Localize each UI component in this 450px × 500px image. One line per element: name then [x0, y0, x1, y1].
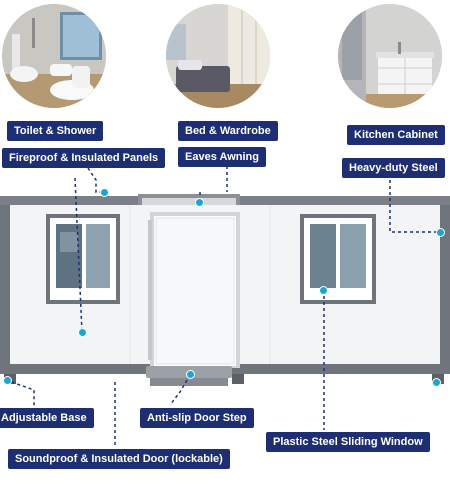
kitchen-cabinet-photo — [338, 4, 442, 108]
toilet-shower-photo — [2, 4, 106, 108]
marker-eaves-awning — [195, 198, 204, 207]
label-adjustable-base: Adjustable Base — [0, 408, 94, 428]
label-toilet-shower: Toilet & Shower — [7, 121, 104, 141]
marker-sliding-window — [319, 286, 328, 295]
marker-adjustable-base — [3, 376, 12, 385]
label-soundproof-door: Soundproof & Insulated Door (lockable) — [8, 449, 230, 469]
label-fireproof-panels: Fireproof & Insulated Panels — [2, 148, 166, 168]
marker-fireproof-panels — [78, 328, 87, 337]
marker-door-step — [186, 370, 195, 379]
marker-roof — [100, 188, 109, 197]
label-anti-slip-step: Anti-slip Door Step — [140, 408, 254, 428]
label-heavy-duty-steel: Heavy-duty Steel — [342, 158, 445, 178]
label-sliding-window: Plastic Steel Sliding Window — [266, 432, 430, 452]
label-bed-wardrobe: Bed & Wardrobe — [178, 121, 278, 141]
label-kitchen-cabinet: Kitchen Cabinet — [347, 125, 445, 145]
marker-soundproof-door — [432, 378, 441, 387]
label-eaves-awning: Eaves Awning — [178, 147, 266, 167]
marker-heavy-duty-steel — [436, 228, 445, 237]
